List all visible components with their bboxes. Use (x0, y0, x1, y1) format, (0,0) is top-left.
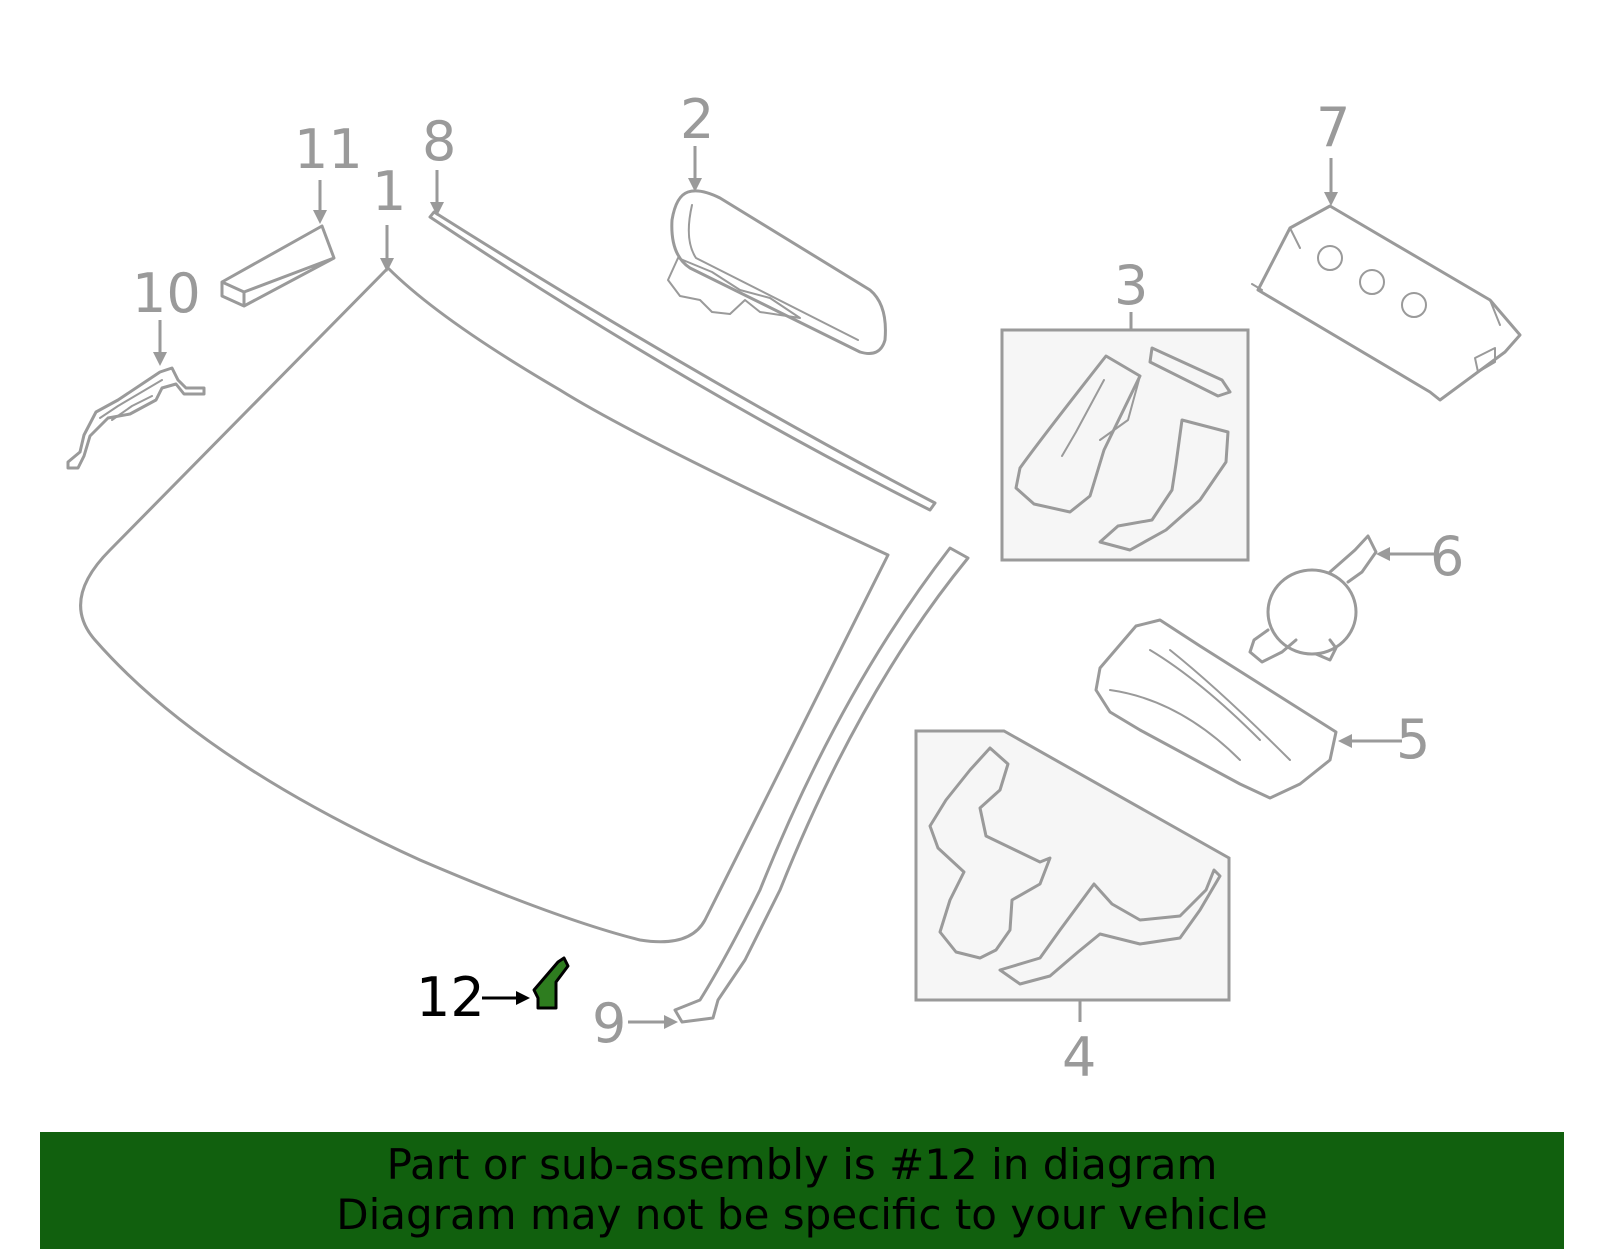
part-8-upper-molding[interactable] (428, 210, 937, 512)
callout-11: 11 (294, 118, 363, 181)
callout-9: 9 (592, 992, 626, 1055)
part-11-strip[interactable] (220, 224, 336, 308)
callout-2: 2 (680, 88, 714, 151)
leader-lines (153, 146, 1434, 1029)
part-5-trim[interactable] (1094, 618, 1338, 800)
part-9-side-molding[interactable] (673, 546, 970, 1024)
banner-line-1: Part or sub-assembly is #12 in diagram (386, 1140, 1218, 1189)
banner-line-2: Diagram may not be specific to your vehi… (336, 1190, 1268, 1239)
part-3-cover-set[interactable] (1000, 328, 1250, 562)
part-12-highlighted[interactable] (532, 956, 570, 1010)
callout-12: 12 (416, 966, 485, 1029)
part-4-bracket-set[interactable] (914, 729, 1231, 1002)
callout-1: 1 (372, 160, 406, 223)
part-6-sensor[interactable] (1248, 534, 1378, 664)
callout-3: 3 (1114, 254, 1148, 317)
callout-6: 6 (1430, 525, 1464, 588)
callout-7: 7 (1316, 96, 1350, 159)
callout-8: 8 (422, 110, 456, 173)
part-10-bracket[interactable] (66, 366, 206, 470)
callout-4: 4 (1062, 1026, 1096, 1089)
part-7-console[interactable] (1251, 204, 1522, 402)
part-2-mirror[interactable] (667, 189, 887, 355)
callout-5: 5 (1396, 708, 1430, 771)
info-banner: Part or sub-assembly is #12 in diagram D… (40, 1132, 1564, 1249)
part-1-windshield[interactable] (79, 266, 890, 944)
callout-10: 10 (132, 262, 201, 325)
